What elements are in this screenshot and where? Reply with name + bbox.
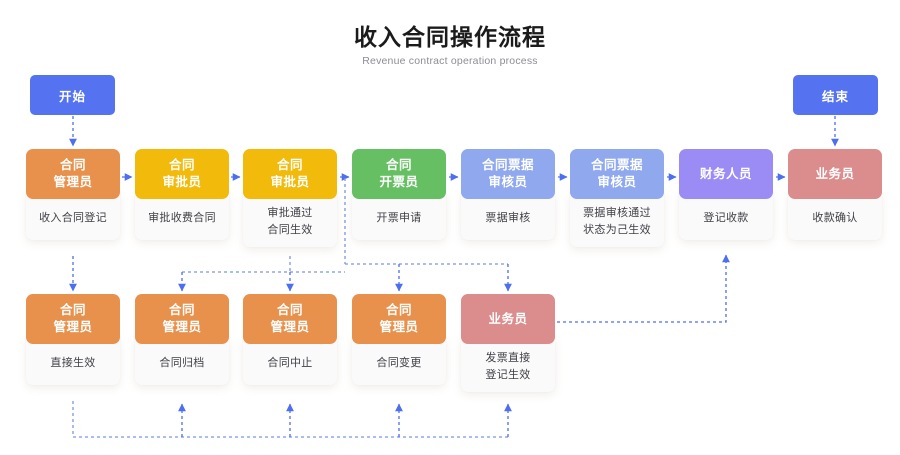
node-b1[interactable]: 合同 管理员 直接生效 bbox=[26, 294, 120, 385]
node-t7-task-line1: 登记收款 bbox=[703, 212, 749, 224]
node-t6-role-line1: 合同票据 bbox=[590, 158, 643, 172]
node-t1-task-line1: 收入合同登记 bbox=[39, 212, 107, 224]
node-b3-role: 合同 管理员 bbox=[243, 294, 337, 344]
wire-bottom-bus bbox=[72, 401, 508, 438]
node-b1-role-line2: 管理员 bbox=[53, 320, 93, 334]
node-t2-role-line1: 合同 bbox=[168, 158, 195, 172]
node-t4-role-line2: 开票员 bbox=[379, 175, 419, 189]
node-t5-task: 票据审核 bbox=[461, 192, 555, 240]
node-t7[interactable]: 财务人员 登记收款 bbox=[679, 149, 773, 240]
node-b2[interactable]: 合同 管理员 合同归档 bbox=[135, 294, 229, 385]
node-b1-role-line1: 合同 bbox=[59, 303, 86, 317]
node-t5-role: 合同票据 审核员 bbox=[461, 149, 555, 199]
node-b5-task: 发票直接 登记生效 bbox=[461, 337, 555, 392]
node-b4-role: 合同 管理员 bbox=[352, 294, 446, 344]
node-t4-task: 开票申请 bbox=[352, 192, 446, 240]
node-t2-role: 合同 审批员 bbox=[135, 149, 229, 199]
node-b4[interactable]: 合同 管理员 合同变更 bbox=[352, 294, 446, 385]
node-t1-role-line1: 合同 bbox=[59, 158, 86, 172]
node-t4[interactable]: 合同 开票员 开票申请 bbox=[352, 149, 446, 240]
terminator-end-label: 结束 bbox=[821, 89, 849, 104]
node-b2-role-line1: 合同 bbox=[168, 303, 195, 317]
node-t3-role-line1: 合同 bbox=[276, 158, 303, 172]
title-block: 收入合同操作流程 Revenue contract operation proc… bbox=[0, 22, 900, 69]
node-t7-role: 财务人员 bbox=[679, 149, 773, 199]
node-b2-role-line2: 管理员 bbox=[162, 320, 202, 334]
node-t8-role: 业务员 bbox=[788, 149, 882, 199]
page-title: 收入合同操作流程 bbox=[354, 24, 546, 50]
terminator-start[interactable]: 开始 bbox=[30, 75, 115, 115]
node-t2-task: 审批收费合同 bbox=[135, 192, 229, 240]
node-b1-role: 合同 管理员 bbox=[26, 294, 120, 344]
node-t1-task: 收入合同登记 bbox=[26, 192, 120, 240]
node-b5-role-line1: 业务员 bbox=[488, 311, 528, 326]
node-b3-task-line1: 合同中止 bbox=[267, 357, 313, 369]
node-b4-role-line1: 合同 bbox=[385, 303, 412, 317]
node-b4-task: 合同变更 bbox=[352, 337, 446, 385]
node-t8-task: 收款确认 bbox=[788, 192, 882, 240]
node-t6-role: 合同票据 审核员 bbox=[570, 149, 664, 199]
node-t8[interactable]: 业务员 收款确认 bbox=[788, 149, 882, 240]
node-t7-role-line1: 财务人员 bbox=[699, 166, 752, 181]
node-t6-task: 票据审核通过 状态为己生效 bbox=[570, 192, 664, 247]
node-t3-task-line1: 审批通过 bbox=[267, 207, 313, 219]
node-b1-task: 直接生效 bbox=[26, 337, 120, 385]
node-t4-task-line1: 开票申请 bbox=[376, 212, 422, 224]
node-t5-task-line1: 票据审核 bbox=[485, 212, 531, 224]
node-t3[interactable]: 合同 审批员 审批通过 合同生效 bbox=[243, 149, 337, 247]
wire-b5-to-t7 bbox=[557, 254, 730, 323]
node-b5-role: 业务员 bbox=[461, 294, 555, 344]
node-b3-task: 合同中止 bbox=[243, 337, 337, 385]
node-t3-role-line2: 审批员 bbox=[270, 175, 310, 189]
node-t6-task-line2: 状态为己生效 bbox=[583, 224, 651, 236]
terminator-end[interactable]: 结束 bbox=[793, 75, 878, 115]
node-t2-task-line1: 审批收费合同 bbox=[148, 212, 216, 224]
node-b3-role-line1: 合同 bbox=[276, 303, 303, 317]
node-t8-task-line1: 收款确认 bbox=[812, 212, 858, 224]
node-t4-role-line1: 合同 bbox=[385, 158, 412, 172]
node-t1-role-line2: 管理员 bbox=[53, 175, 93, 189]
node-t4-role: 合同 开票员 bbox=[352, 149, 446, 199]
node-b1-task-line1: 直接生效 bbox=[50, 357, 96, 369]
node-b3-role-line2: 管理员 bbox=[270, 320, 310, 334]
node-b4-task-line1: 合同变更 bbox=[376, 357, 422, 369]
node-b5[interactable]: 业务员 发票直接 登记生效 bbox=[461, 294, 555, 392]
node-t6-task-line1: 票据审核通过 bbox=[583, 207, 651, 219]
node-t8-role-line1: 业务员 bbox=[815, 166, 855, 181]
node-b3[interactable]: 合同 管理员 合同中止 bbox=[243, 294, 337, 385]
node-b2-role: 合同 管理员 bbox=[135, 294, 229, 344]
node-b5-task-line1: 发票直接 bbox=[485, 352, 531, 364]
node-t1-role: 合同 管理员 bbox=[26, 149, 120, 199]
node-t3-role: 合同 审批员 bbox=[243, 149, 337, 199]
terminator-start-label: 开始 bbox=[58, 89, 86, 104]
node-b4-role-line2: 管理员 bbox=[379, 320, 419, 334]
node-t2[interactable]: 合同 审批员 审批收费合同 bbox=[135, 149, 229, 240]
node-t2-role-line2: 审批员 bbox=[162, 175, 202, 189]
node-t3-task: 审批通过 合同生效 bbox=[243, 192, 337, 247]
node-t3-task-line2: 合同生效 bbox=[267, 224, 313, 236]
node-t6-role-line2: 审核员 bbox=[597, 175, 637, 189]
node-b2-task-line1: 合同归档 bbox=[159, 357, 205, 369]
node-b5-task-line2: 登记生效 bbox=[485, 369, 531, 381]
node-t5[interactable]: 合同票据 审核员 票据审核 bbox=[461, 149, 555, 240]
node-t7-task: 登记收款 bbox=[679, 192, 773, 240]
node-t5-role-line1: 合同票据 bbox=[481, 158, 534, 172]
page-subtitle: Revenue contract operation process bbox=[362, 55, 538, 67]
node-t6[interactable]: 合同票据 审核员 票据审核通过 状态为己生效 bbox=[570, 149, 664, 247]
node-t1[interactable]: 合同 管理员 收入合同登记 bbox=[26, 149, 120, 240]
node-t5-role-line2: 审核员 bbox=[488, 175, 528, 189]
node-b2-task: 合同归档 bbox=[135, 337, 229, 385]
